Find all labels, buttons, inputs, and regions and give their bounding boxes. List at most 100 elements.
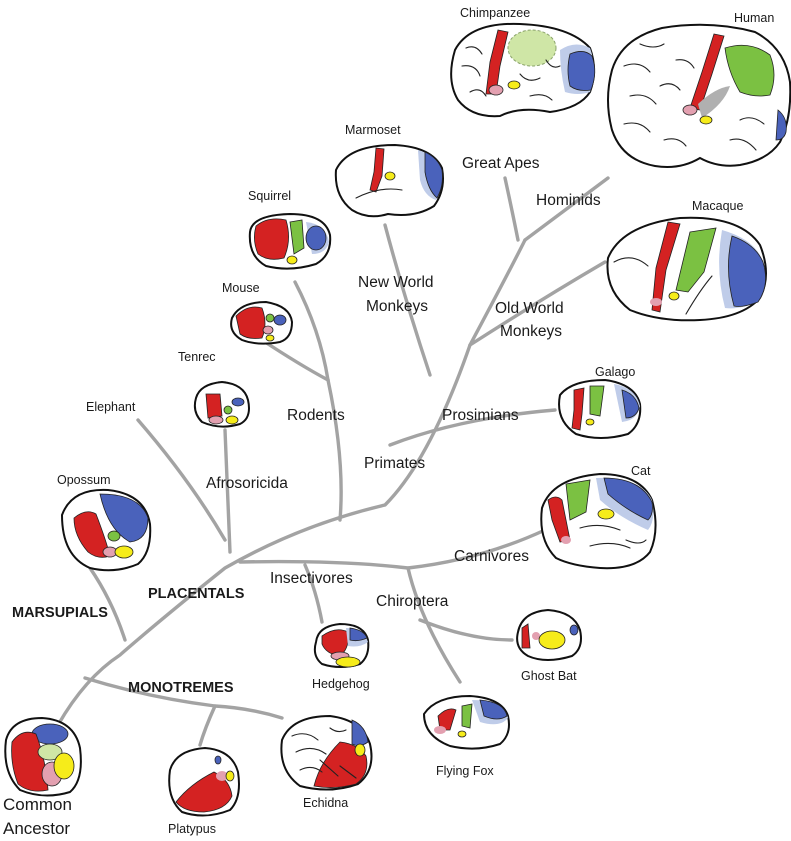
visual-area-1 — [728, 235, 766, 307]
sulci — [461, 46, 561, 101]
branch-new-world — [383, 223, 432, 377]
label-new-world-1: New World — [358, 274, 434, 291]
human-brain — [607, 23, 791, 168]
label-chiroptera: Chiroptera — [376, 593, 449, 610]
primary-motor-area — [11, 731, 49, 792]
branch-great-apes — [503, 176, 520, 242]
secondary-somatosensory-area — [457, 730, 467, 738]
galago-brain — [558, 378, 642, 439]
visual-area-1 — [569, 624, 579, 636]
group-labels: Great Apes Hominids New World Monkeys Ol… — [12, 155, 601, 696]
label-new-world-2: Monkeys — [366, 298, 428, 315]
branch-monotremes — [83, 676, 284, 720]
label-mouse: Mouse — [222, 281, 260, 295]
primary-motor-area — [369, 147, 385, 193]
label-placentals: PLACENTALS — [148, 586, 245, 602]
label-galago: Galago — [595, 365, 635, 379]
posterior-parietal-area — [265, 313, 275, 323]
sulci — [355, 188, 403, 199]
secondary-somatosensory-area — [225, 770, 235, 782]
platypus-brain — [168, 746, 240, 817]
visual-area-1 — [351, 719, 369, 746]
label-insectivores: Insectivores — [270, 570, 353, 587]
visual-area-1 — [273, 314, 287, 326]
posterior-parietal-area — [289, 219, 305, 255]
label-common-ancestor-2: Ancestor — [3, 819, 70, 838]
secondary-somatosensory-area — [265, 334, 275, 342]
posterior-parietal-area — [507, 29, 557, 67]
somatosensory-area — [650, 298, 662, 306]
label-cat: Cat — [631, 464, 651, 478]
secondary-somatosensory-area — [597, 508, 615, 520]
secondary-somatosensory-area — [335, 656, 361, 668]
label-monotremes: MONOTREMES — [128, 680, 234, 696]
label-echidna: Echidna — [303, 796, 348, 810]
somatosensory-area — [488, 84, 504, 96]
tenrec-brain — [193, 380, 250, 428]
branch-trunk — [56, 238, 527, 727]
label-human: Human — [734, 11, 774, 25]
label-great-apes: Great Apes — [462, 155, 540, 172]
branch-platypus — [198, 704, 217, 747]
hedgehog-brain — [313, 622, 370, 668]
primary-motor-area — [437, 708, 457, 731]
branch-elephant — [136, 418, 227, 542]
common-ancestor-brain — [4, 716, 82, 797]
primary-motor-area — [651, 221, 681, 313]
primary-motor-area — [175, 771, 233, 813]
label-squirrel: Squirrel — [248, 189, 291, 203]
primary-motor-area — [521, 623, 531, 649]
somatosensory-area — [434, 726, 446, 734]
somatosensory-area — [262, 325, 274, 335]
chimpanzee-brain — [450, 22, 596, 118]
branch-mouse — [260, 338, 330, 382]
sulci — [613, 257, 713, 315]
label-opossum: Opossum — [57, 473, 111, 487]
brain-outline — [334, 143, 444, 218]
primary-motor-area — [205, 393, 223, 419]
secondary-somatosensory-area — [354, 743, 366, 757]
label-hedgehog: Hedgehog — [312, 677, 370, 691]
branch-prosimians — [388, 408, 557, 447]
mouse-brain — [230, 300, 294, 345]
posterior-parietal-area — [107, 530, 121, 542]
somatosensory-area — [561, 536, 571, 544]
marmoset-brain — [334, 143, 444, 218]
posterior-parietal-area — [724, 44, 775, 97]
visual-area-1 — [99, 493, 149, 543]
primary-motor-area — [235, 306, 266, 339]
species-labels: Chimpanzee Human Marmoset Macaque Squirr… — [3, 6, 774, 838]
posterior-parietal-area — [565, 479, 591, 521]
branch-afrosoricida — [223, 428, 232, 554]
ghost-bat-brain — [516, 608, 582, 661]
label-platypus: Platypus — [168, 822, 216, 836]
somatosensory-area — [682, 104, 698, 116]
label-primates: Primates — [364, 455, 425, 472]
label-common-ancestor-1: Common — [3, 795, 72, 814]
branch-old-world — [468, 260, 607, 347]
posterior-parietal-area — [37, 743, 63, 761]
label-tenrec: Tenrec — [178, 350, 216, 364]
secondary-somatosensory-area — [538, 630, 566, 650]
primary-motor-area — [254, 218, 289, 260]
label-flying-fox: Flying Fox — [436, 764, 494, 778]
label-marsupials: MARSUPIALS — [12, 605, 108, 621]
primary-motor-area — [571, 387, 585, 431]
macaque-brain — [606, 216, 767, 322]
somatosensory-area — [216, 771, 228, 781]
label-rodents: Rodents — [287, 407, 345, 424]
label-chimpanzee: Chimpanzee — [460, 6, 530, 20]
visual-area-1 — [621, 389, 640, 419]
label-old-world-2: Monkeys — [500, 323, 562, 340]
secondary-somatosensory-area — [507, 80, 521, 90]
tree-branches — [56, 176, 610, 747]
secondary-somatosensory-area — [384, 171, 396, 181]
squirrel-brain — [248, 212, 332, 270]
somatosensory-area — [532, 632, 540, 640]
branch-hominids — [523, 176, 610, 242]
posterior-parietal-area — [461, 703, 473, 729]
label-elephant: Elephant — [86, 400, 136, 414]
label-carnivores: Carnivores — [454, 548, 529, 565]
secondary-somatosensory-area — [53, 752, 75, 780]
